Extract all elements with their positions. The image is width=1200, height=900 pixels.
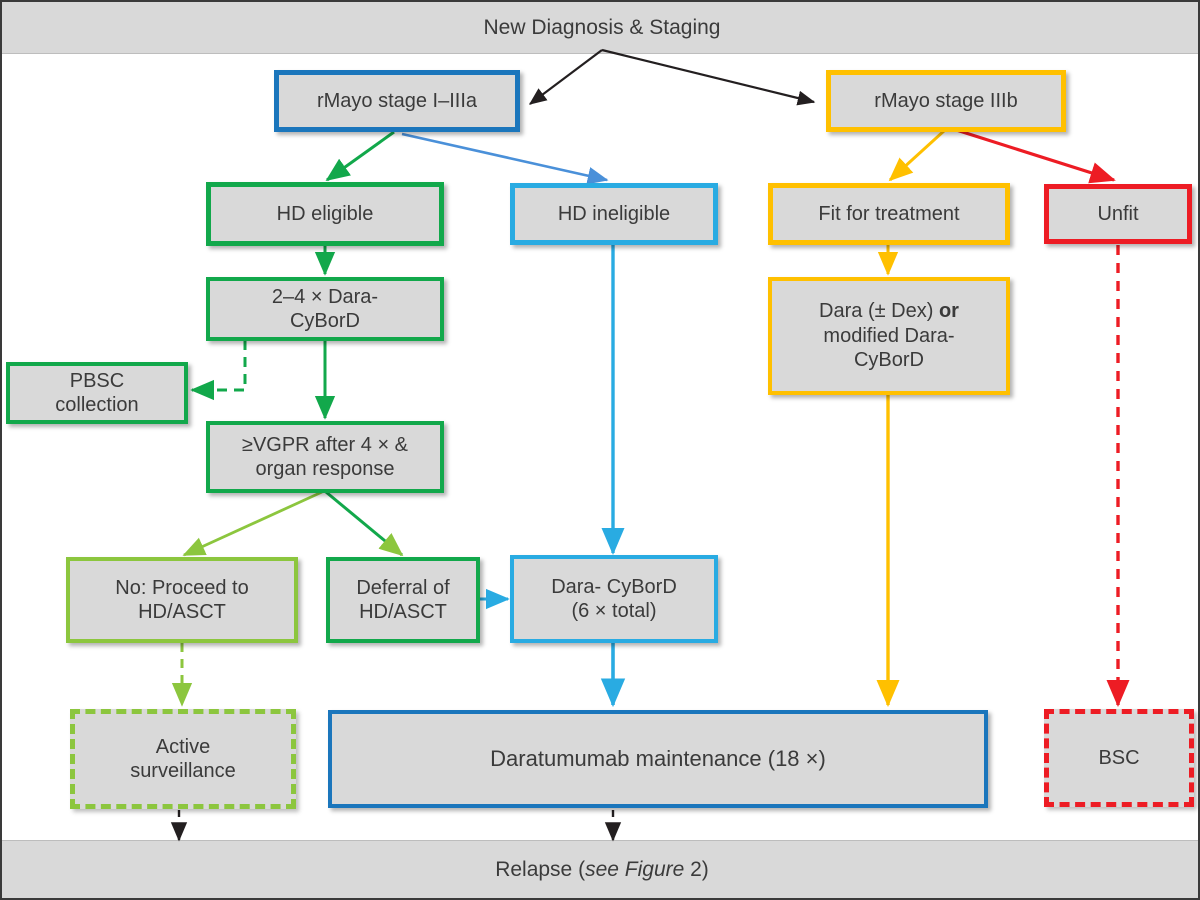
node-vgpr-and-organ-response[interactable]: ≥VGPR after 4 × & organ response bbox=[206, 421, 444, 493]
node-label: ≥VGPR after 4 × & organ response bbox=[242, 433, 408, 482]
footer-suffix: 2) bbox=[684, 857, 709, 881]
node-line-1: Dara- CyBorD bbox=[551, 575, 677, 598]
node-pbsc-collection[interactable]: PBSC collection bbox=[6, 362, 188, 424]
footer-prefix: Relapse ( bbox=[495, 857, 586, 881]
node-hd-ineligible[interactable]: HD ineligible bbox=[510, 183, 718, 245]
node-line-2: surveillance bbox=[130, 760, 236, 782]
node-daratumumab-maintenance[interactable]: Daratumumab maintenance (18 ×) bbox=[328, 710, 988, 808]
node-line-1: Deferral of bbox=[356, 576, 450, 599]
node-fit-for-treatment[interactable]: Fit for treatment bbox=[768, 183, 1010, 245]
header-title: New Diagnosis & Staging bbox=[483, 15, 721, 39]
node-label: 2–4 × Dara- CyBorD bbox=[272, 285, 378, 334]
node-line-1: Active bbox=[155, 735, 211, 758]
node-label: rMayo stage IIIb bbox=[874, 89, 1018, 112]
node-line-2: modified Dara- bbox=[823, 324, 955, 347]
node-label: Unfit bbox=[1097, 202, 1139, 225]
node-hd-eligible[interactable]: HD eligible bbox=[206, 182, 444, 246]
edge-dara24-to-pbsc bbox=[190, 340, 247, 401]
node-line-1: PBSC bbox=[69, 369, 125, 392]
node-label: rMayo stage I–IIIa bbox=[316, 89, 478, 112]
node-line-1: No: Proceed to bbox=[115, 576, 249, 599]
node-line-2: organ response bbox=[255, 458, 395, 480]
edge-vgpr-to-proceed bbox=[182, 490, 323, 557]
edge-late-to-unfit bbox=[949, 126, 1116, 184]
footer-text: Relapse (see Figure 2) bbox=[495, 858, 709, 882]
node-line-2: CyBorD bbox=[289, 310, 360, 332]
header-band-new-diagnosis: New Diagnosis & Staging bbox=[2, 2, 1198, 54]
node-dara-cyborD-2-4-cycles[interactable]: 2–4 × Dara- CyBorD bbox=[206, 277, 444, 341]
node-rmayo-stage-early[interactable]: rMayo stage I–IIIa bbox=[274, 70, 520, 132]
node-dara-cyborD-6-cycles[interactable]: Dara- CyBorD (6 × total) bbox=[510, 555, 718, 643]
node-label: No: Proceed to HD/ASCT bbox=[115, 576, 248, 625]
node-label: Daratumumab maintenance (18 ×) bbox=[490, 745, 826, 771]
edge-early-to-hd-ineligible bbox=[401, 132, 609, 185]
node-deferral-of-hd-asct[interactable]: Deferral of HD/ASCT bbox=[326, 557, 480, 643]
node-label: BSC bbox=[1098, 746, 1140, 769]
node-bsc[interactable]: BSC bbox=[1044, 709, 1194, 807]
edge-staging-to-early bbox=[528, 49, 603, 105]
node-label: PBSC collection bbox=[55, 369, 138, 418]
node-unfit[interactable]: Unfit bbox=[1044, 184, 1192, 244]
node-line-1: Dara (± Dex) bbox=[819, 300, 939, 323]
footer-band-relapse: Relapse (see Figure 2) bbox=[2, 840, 1198, 898]
node-line-1: 2–4 × Dara- bbox=[271, 285, 379, 308]
node-label: Active surveillance bbox=[130, 735, 236, 784]
node-label: Deferral of HD/ASCT bbox=[356, 576, 449, 625]
footer-italic: see Figure bbox=[585, 857, 685, 881]
node-label: Dara (± Dex) or modified Dara- CyBorD bbox=[819, 299, 959, 372]
node-label: HD ineligible bbox=[557, 202, 671, 225]
node-line-3: CyBorD bbox=[853, 349, 924, 372]
node-line-1: ≥VGPR after 4 × & bbox=[241, 433, 409, 456]
edge-late-to-fit bbox=[888, 128, 947, 182]
node-label: Dara- CyBorD (6 × total) bbox=[551, 575, 677, 624]
node-active-surveillance[interactable]: Active surveillance bbox=[70, 709, 296, 809]
node-label: Fit for treatment bbox=[818, 202, 960, 225]
node-label: HD eligible bbox=[276, 202, 374, 225]
node-no-proceed-to-hd-asct[interactable]: No: Proceed to HD/ASCT bbox=[66, 557, 298, 643]
node-line-2: (6 × total) bbox=[571, 600, 657, 622]
node-line-2: HD/ASCT bbox=[138, 601, 226, 623]
node-dara-dex-or-modified-dara-cyborD[interactable]: Dara (± Dex) or modified Dara- CyBorD bbox=[768, 277, 1010, 395]
edge-early-to-hd-eligible bbox=[325, 130, 395, 182]
node-line-2: HD/ASCT bbox=[359, 601, 447, 623]
node-line-2: collection bbox=[55, 394, 139, 416]
edge-vgpr-to-deferral bbox=[325, 490, 404, 557]
node-rmayo-stage-late[interactable]: rMayo stage IIIb bbox=[826, 70, 1066, 132]
node-emphasis: or bbox=[938, 300, 959, 323]
edge-staging-to-late bbox=[601, 48, 816, 106]
